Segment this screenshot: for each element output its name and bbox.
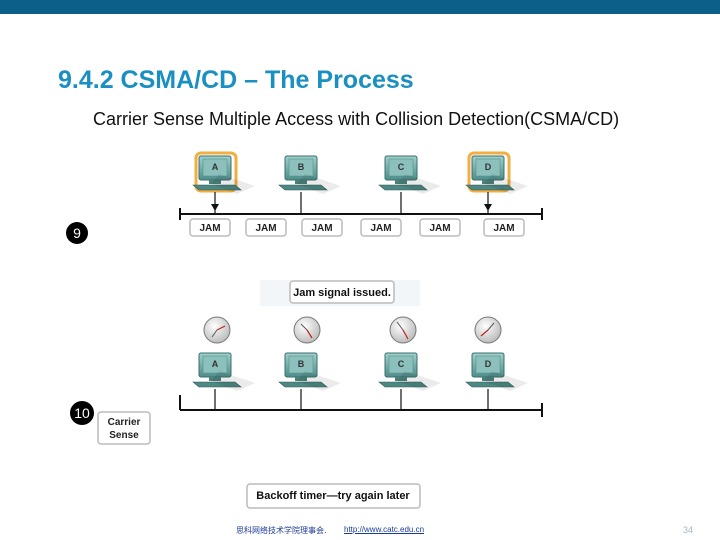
svg-text:JAM: JAM xyxy=(493,223,514,234)
host-d: D xyxy=(465,155,529,195)
backoff-caption-box xyxy=(246,483,421,509)
host-a-label: A xyxy=(212,359,219,369)
slide-title: 9.4.2 CSMA/CD – The Process xyxy=(58,66,414,94)
carrier-sense-box xyxy=(97,411,151,445)
clock-icon xyxy=(474,316,502,344)
jam-label: JAM xyxy=(483,218,525,237)
slide-subtitle: Carrier Sense Multiple Access with Colli… xyxy=(93,109,620,129)
host-d: D xyxy=(465,352,529,392)
host-drops xyxy=(214,192,489,214)
step-9-number: 9 xyxy=(73,225,81,241)
carrier-sense-line2: Sense xyxy=(109,430,139,441)
host-b-label: B xyxy=(298,162,305,172)
svg-text:JAM: JAM xyxy=(311,223,332,234)
arrow-down-icon xyxy=(211,204,219,211)
host-b-label: B xyxy=(298,359,305,369)
host-b: B xyxy=(278,155,342,195)
clock-icon xyxy=(293,316,321,344)
host-a: A xyxy=(192,352,256,392)
carrier-sense-line1: Carrier xyxy=(108,417,141,428)
jam-label: JAM xyxy=(189,218,231,237)
step-9-badge xyxy=(66,222,88,244)
svg-text:JAM: JAM xyxy=(370,223,391,234)
svg-text:JAM: JAM xyxy=(429,223,450,234)
host-drops xyxy=(214,389,489,410)
jam-label: JAM xyxy=(360,218,402,237)
host-d-highlight xyxy=(467,151,511,193)
host-d-label: D xyxy=(485,162,492,172)
host-c: C xyxy=(378,352,442,392)
arrow-down-icon xyxy=(484,204,492,211)
footer-link[interactable]: http://www.catc.edu.cn xyxy=(344,525,425,534)
footer-org: 思科网络技术学院理事会. xyxy=(236,526,327,535)
top-bar xyxy=(0,0,720,14)
jam-caption-box xyxy=(289,280,395,304)
clock-icon xyxy=(203,316,231,344)
host-a-highlight xyxy=(194,151,238,193)
jam-label: JAM xyxy=(419,218,461,237)
jam-label: JAM xyxy=(245,218,287,237)
host-c-label: C xyxy=(398,359,405,369)
step-10-section: 10 A B xyxy=(70,316,543,509)
jam-label: JAM xyxy=(301,218,343,237)
host-a: A xyxy=(192,155,256,195)
svg-text:JAM: JAM xyxy=(255,223,276,234)
backoff-caption: Backoff timer—try again later xyxy=(256,490,410,502)
svg-text:JAM: JAM xyxy=(199,223,220,234)
host-b: B xyxy=(278,352,342,392)
clock-icon xyxy=(389,316,417,344)
host-c-label: C xyxy=(398,162,405,172)
host-a-label: A xyxy=(212,162,219,172)
page-number: 34 xyxy=(683,525,694,535)
host-c: C xyxy=(378,155,442,195)
step-9-section: 9 A B C D xyxy=(66,151,543,306)
host-d-label: D xyxy=(485,359,492,369)
step-10-badge xyxy=(70,401,94,425)
step-10-number: 10 xyxy=(74,405,90,421)
jam-caption: Jam signal issued. xyxy=(293,287,391,299)
